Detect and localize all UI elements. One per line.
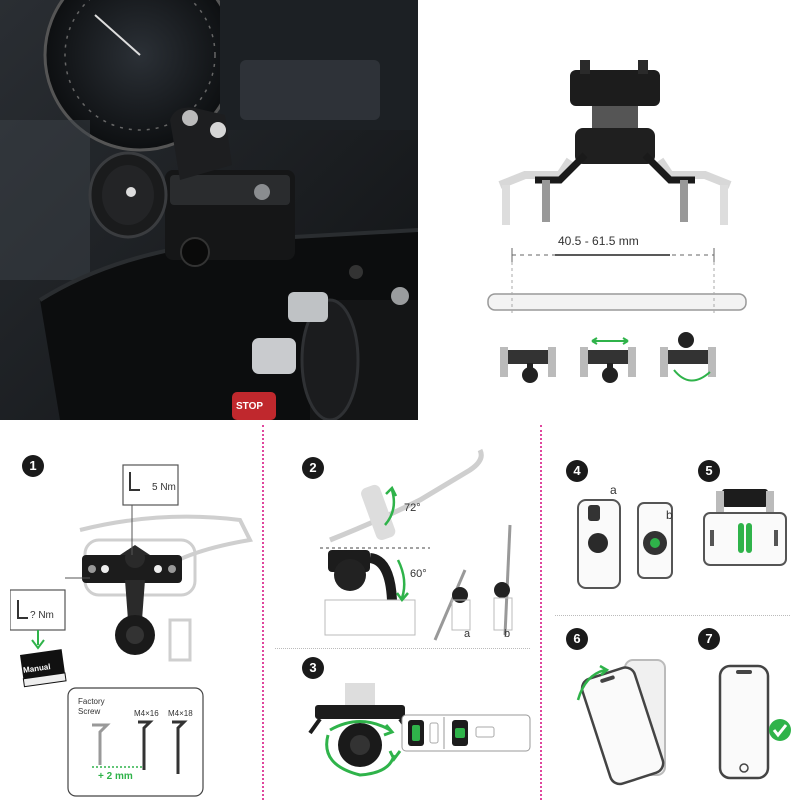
section-divider-1 bbox=[262, 425, 264, 800]
screw-a-label: M4×16 bbox=[134, 709, 159, 718]
step-6-illustration bbox=[570, 650, 680, 790]
dimension-diagram: 40.5 - 61.5 mm bbox=[480, 40, 750, 420]
step-1-illustration: 5 Nm ? Nm Manual Factory Screw M4×16 M4×… bbox=[10, 460, 260, 800]
stop-button-label: STOP bbox=[236, 401, 264, 412]
option-b-label: b bbox=[504, 628, 511, 640]
step-4-number: 4 bbox=[566, 460, 588, 482]
step-2-illustration: 72° 60° a b bbox=[280, 440, 535, 645]
step-7-illustration bbox=[712, 660, 797, 785]
section-divider-2 bbox=[540, 425, 542, 800]
torque-side-label: ? Nm bbox=[30, 610, 54, 621]
step-2-number: 2 bbox=[302, 457, 324, 479]
step-5-number: 5 bbox=[698, 460, 720, 482]
step-3-illustration bbox=[290, 675, 535, 795]
extra-length-label: + 2 mm bbox=[98, 771, 133, 782]
step4-option-b: b bbox=[666, 508, 673, 522]
step-1-number: 1 bbox=[22, 455, 44, 477]
step-5-illustration bbox=[700, 485, 790, 575]
option-a-label: a bbox=[464, 628, 471, 640]
step-6-number: 6 bbox=[566, 628, 588, 650]
angle-up-label: 72° bbox=[404, 502, 421, 514]
mounting-width-label: 40.5 - 61.5 mm bbox=[558, 234, 639, 248]
step-3-number: 3 bbox=[302, 657, 324, 679]
angle-down-label: 60° bbox=[410, 568, 427, 580]
factory-screw-label: Factory Screw bbox=[78, 697, 105, 716]
step-7-number: 7 bbox=[698, 628, 720, 650]
torque-top-label: 5 Nm bbox=[152, 482, 176, 493]
product-photo: STOP bbox=[0, 0, 418, 420]
step45-67-divider bbox=[555, 615, 790, 616]
step-4-illustration: a b bbox=[570, 475, 680, 600]
step2-3-divider bbox=[275, 648, 530, 649]
screw-b-label: M4×18 bbox=[168, 709, 193, 718]
step4-option-a: a bbox=[610, 483, 617, 497]
